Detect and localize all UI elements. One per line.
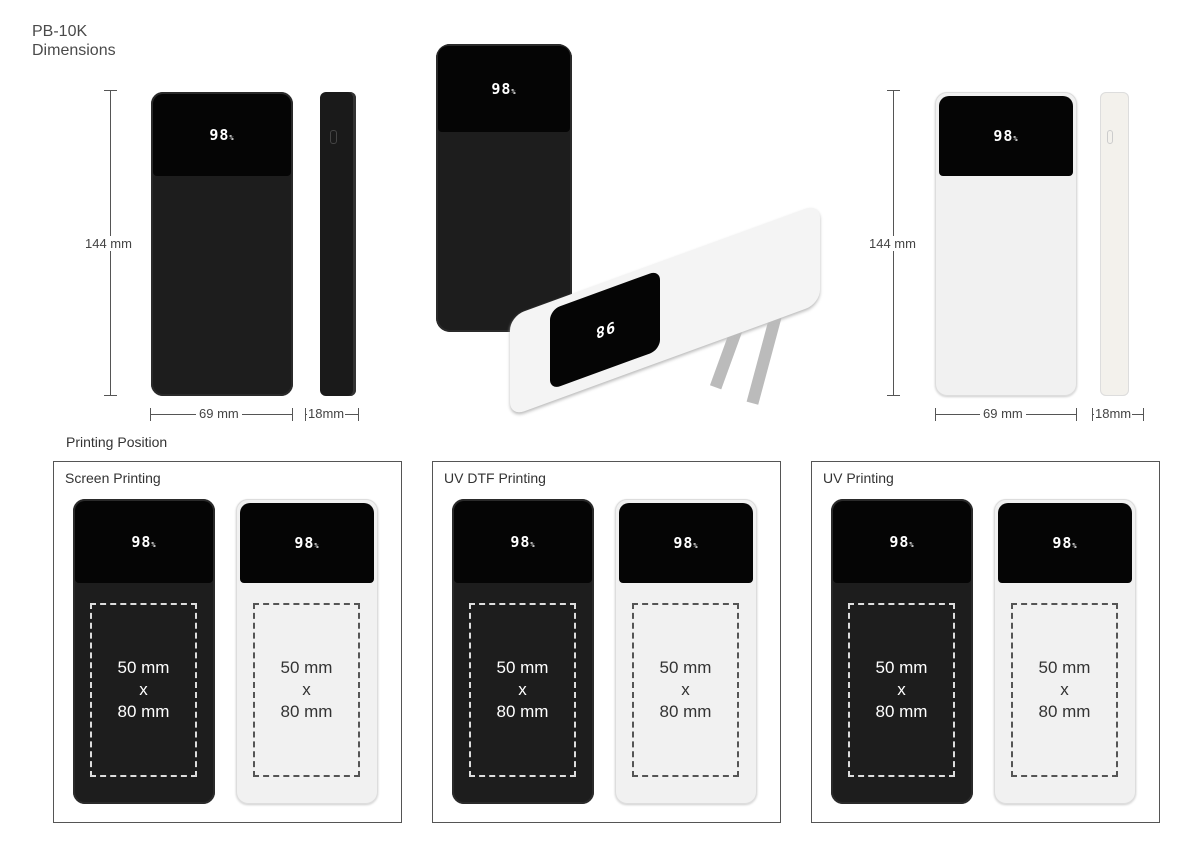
depth-label: 18mm bbox=[1094, 406, 1133, 421]
method-title: UV Printing bbox=[823, 470, 894, 486]
method-title: UV DTF Printing bbox=[444, 470, 546, 486]
title-subtitle: Dimensions bbox=[32, 42, 116, 59]
white-powerbank-side bbox=[1100, 92, 1129, 396]
page-title: PB-10K Dimensions bbox=[32, 22, 116, 60]
height-label: 144 mm bbox=[82, 236, 135, 251]
white-powerbank-front: 98% bbox=[935, 92, 1077, 396]
printing-position-heading: Printing Position bbox=[66, 434, 168, 450]
black-powerbank-side bbox=[320, 92, 356, 396]
model-name: PB-10K bbox=[32, 23, 88, 40]
power-button-icon bbox=[1107, 130, 1113, 144]
height-label: 144 mm bbox=[866, 236, 919, 251]
width-label: 69 mm bbox=[980, 406, 1026, 421]
width-label: 69 mm bbox=[196, 406, 242, 421]
black-powerbank-front: 98% bbox=[151, 92, 293, 396]
power-button-icon bbox=[330, 130, 337, 144]
battery-display: 98% bbox=[209, 126, 235, 144]
method-title: Screen Printing bbox=[65, 470, 161, 486]
black-powerbank-angled: 98% bbox=[436, 44, 572, 332]
depth-label: 18mm bbox=[307, 406, 346, 421]
